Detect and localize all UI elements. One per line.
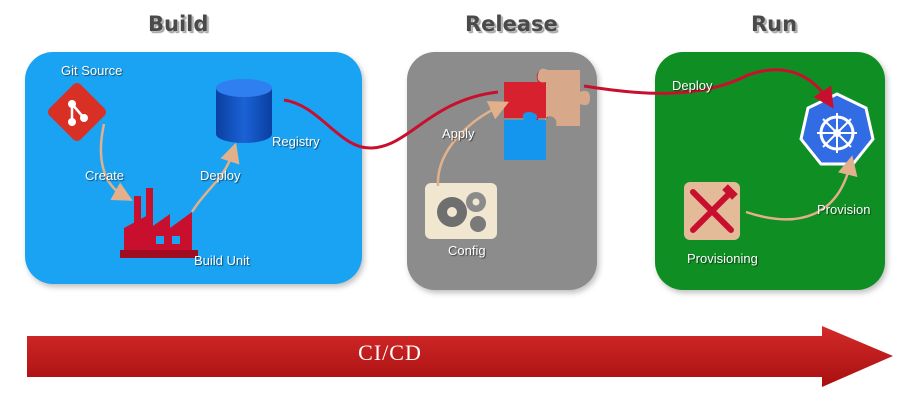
build-unit-label: Build Unit <box>194 253 250 268</box>
provision-arrow <box>745 155 858 221</box>
run-stage-title: Run <box>751 12 798 36</box>
create-arrow <box>99 123 133 201</box>
run-deploy-label: Deploy <box>672 78 713 93</box>
apply-arrow <box>436 101 510 187</box>
ci-cd-banner-label: CI/CD <box>358 340 422 365</box>
tools-icon <box>684 182 740 240</box>
ci-cd-banner-arrow <box>27 326 893 387</box>
apply-label: Apply <box>442 126 475 141</box>
release-stage-title: Release <box>465 12 558 36</box>
deploy-arrow <box>190 142 240 213</box>
puzzle-icon <box>504 68 590 160</box>
config-label: Config <box>448 243 486 258</box>
factory-icon <box>120 188 198 258</box>
build-stage-title: Build <box>148 12 209 36</box>
gears-icon <box>425 183 497 239</box>
provision-label: Provision <box>817 202 871 217</box>
deploy-label: Deploy <box>200 168 241 183</box>
database-icon <box>216 79 272 143</box>
delivery-flow-line <box>283 68 828 150</box>
helm-wheel-icon <box>799 92 875 166</box>
git-icon <box>47 82 107 142</box>
provisioning-label: Provisioning <box>687 251 758 266</box>
git-source-label: Git Source <box>61 63 123 78</box>
create-label: Create <box>85 168 125 183</box>
registry-label: Registry <box>272 134 320 149</box>
